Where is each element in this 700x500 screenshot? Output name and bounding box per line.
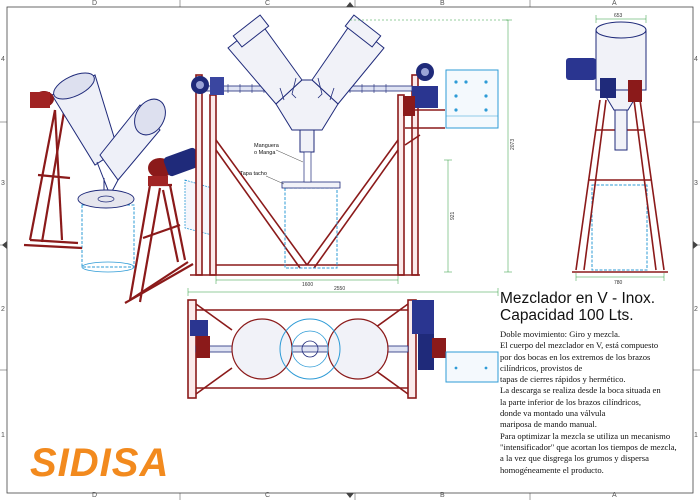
top-container	[279, 318, 341, 380]
dim-front-width: 1600	[302, 282, 313, 288]
iso-discharge-disk	[77, 189, 135, 209]
front-right-motor	[403, 63, 438, 116]
front-control-panel	[445, 69, 499, 129]
front-paddles	[279, 77, 335, 101]
description-line: mariposa de mando manual.	[500, 419, 597, 430]
frame-row-4-left: 4	[1, 56, 5, 63]
dim-height-total: 2073	[510, 139, 516, 150]
top-drive-motors	[190, 300, 446, 370]
hose-leader	[275, 149, 304, 163]
dim-top-width: 2550	[334, 286, 345, 292]
dim-side-top: 653	[614, 13, 623, 19]
front-container	[284, 187, 338, 269]
side-container	[591, 184, 648, 271]
frame-col-c-top: C	[265, 0, 271, 7]
title-line-2: Capacidad 100 Lts.	[500, 307, 634, 324]
lid-leader	[265, 175, 285, 185]
frame-col-b-bottom: B	[440, 492, 445, 499]
description-line: Para optimizar la mezcla se utiliza un m…	[500, 430, 671, 441]
top-control-panel	[445, 351, 499, 383]
description-line: cilíndricos, provistos de	[500, 362, 583, 373]
center-mark-left	[2, 241, 7, 249]
front-container-lid	[281, 181, 341, 189]
description-line: la parte inferior de los brazos cilíndri…	[500, 396, 642, 407]
frame-col-a-bottom: A	[612, 492, 617, 499]
control-panel-buttons	[454, 80, 488, 112]
description-line: homogéneamente el producto.	[500, 464, 604, 475]
iso-left-frame	[23, 109, 83, 250]
frame-col-d-bottom: D	[92, 492, 98, 499]
isometric-view	[23, 72, 213, 304]
front-hose	[303, 151, 312, 183]
description-line: Doble movimiento: Giro y mezcla.	[500, 329, 621, 339]
side-motor	[566, 58, 642, 102]
frame-col-c-bottom: C	[265, 492, 271, 499]
center-mark-right	[693, 241, 698, 249]
iso-right-frame	[124, 183, 194, 304]
dim-side-base: 780	[614, 280, 623, 286]
description-line: por dos bocas en los extremos de los bra…	[500, 351, 651, 362]
front-vessel	[227, 14, 385, 153]
iso-container-base	[81, 261, 135, 273]
frame-col-d-top: D	[92, 0, 98, 7]
lid-label: Tapa tacho	[240, 171, 267, 177]
sidisa-logo: SIDISA	[30, 441, 169, 482]
description-line: El cuerpo del mezclador en V, está compu…	[500, 340, 659, 351]
top-dimension-lines	[187, 288, 499, 296]
description-line: donde va montado una válvula	[500, 408, 606, 419]
description-text: Doble movimiento: Giro y mezcla. El cuer…	[500, 329, 695, 476]
iso-drive-motors	[30, 91, 201, 186]
top-vessel-right	[327, 318, 389, 380]
title-block: Mezclador en V - Inox. Capacidad 100 Lts…	[500, 290, 695, 490]
frame-row-3-left: 3	[1, 180, 5, 187]
iso-container	[81, 204, 135, 268]
top-view: 2550	[187, 286, 499, 399]
frame-col-b-top: B	[440, 0, 445, 7]
side-dimension-lines	[575, 15, 665, 281]
frame-row-4-right: 4	[694, 56, 698, 63]
hose-label-line2: o Manga	[254, 150, 276, 156]
frame-row-1-left: 1	[1, 432, 5, 439]
center-mark-top	[346, 2, 354, 7]
front-dimension-lines	[215, 19, 512, 284]
center-mark-bottom	[346, 493, 354, 498]
top-vessel-left	[231, 318, 293, 380]
front-view: Manguera o Manga Tapa tacho 1600 2073 92…	[190, 14, 516, 288]
frame-row-1-right: 1	[694, 432, 698, 439]
front-left-motor	[191, 76, 224, 95]
frame-row-2-left: 2	[1, 306, 5, 313]
description-line: tapas de cierres rápidos y hermético.	[500, 374, 626, 385]
side-frame	[572, 99, 668, 273]
side-view: 653 780	[566, 13, 668, 286]
front-frame	[190, 74, 445, 276]
frame-row-3-right: 3	[694, 180, 698, 187]
hose-label-line1: Manguera	[254, 143, 280, 149]
dim-height-partial: 921	[450, 211, 456, 220]
logo-text: SIDISA	[30, 441, 169, 482]
description-line: "intensificador" que acortan los tiempos…	[500, 441, 677, 452]
title-line-1: Mezclador en V - Inox.	[500, 290, 656, 307]
description-line: La descarga se realiza desde la boca sit…	[500, 385, 661, 396]
iso-vessel	[51, 72, 166, 197]
frame-row-2-right: 2	[694, 306, 698, 313]
description-line: a la vez que disgrega los grumos y dispe…	[500, 453, 649, 464]
frame-col-a-top: A	[612, 0, 617, 7]
